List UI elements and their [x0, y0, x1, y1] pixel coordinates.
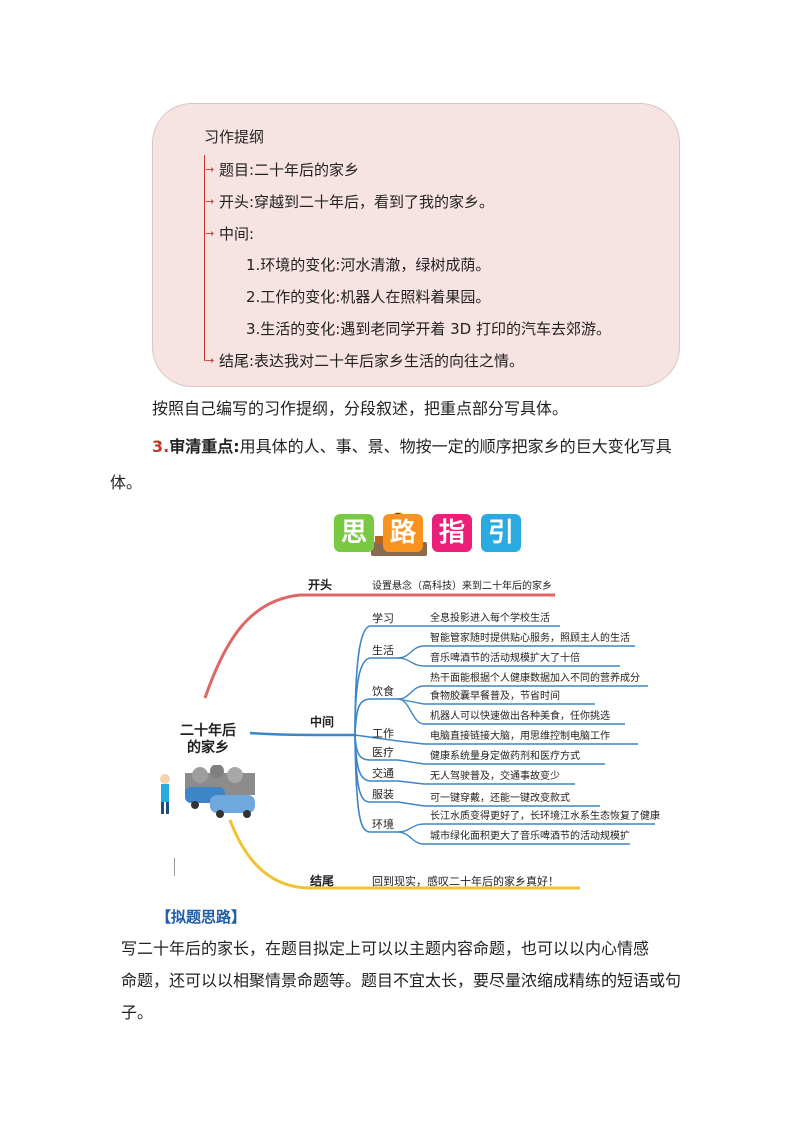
paragraph-3-line: 写二十年后的家长，在题目拟定上可以以主题内容命题，也可以以内心情感 [121, 939, 650, 958]
leaf-text: 无人驾驶普及，交通事故变少 [430, 771, 560, 782]
paragraph-3-line: 命题，还可以以相聚情景命题等。题目不宜太长，要尽量浓缩成精练的短语或句 [121, 971, 682, 990]
guide-tile: 引 [481, 514, 521, 552]
leaf-text: 机器人可以快速做出各种美食，任你挑选 [430, 711, 610, 722]
guide-tile: 指 [432, 514, 472, 552]
arrow-icon: → [205, 163, 215, 176]
section-title: 【拟题思路】 [156, 908, 247, 926]
outline-tree-line [204, 155, 205, 361]
arrow-icon: → [205, 354, 215, 367]
leaf-text: 智能管家随时提供贴心服务，照顾主人的生活 [430, 633, 630, 644]
leaf-text: 电脑直接链接大脑，用思维控制电脑工作 [430, 731, 610, 742]
guide-char: 思 [340, 518, 367, 548]
guide-char: 路 [389, 518, 416, 548]
outline-item: 中间: [219, 225, 255, 243]
leaf-text: 全息投影进入每个学校生活 [430, 613, 550, 624]
leaf-text: 城市绿化面积更大了音乐啤酒节的活动规模扩 [430, 831, 630, 842]
branch-start-text: 设置悬念（高科技）来到二十年后的家乡 [372, 581, 552, 592]
branch-start-label: 开头 [308, 578, 333, 592]
category-label: 交通 [372, 767, 394, 780]
city-illustration-icon [160, 765, 255, 818]
arrow-icon: → [205, 195, 215, 208]
guide-char: 指 [438, 518, 465, 548]
branch-middle-label: 中间 [310, 715, 335, 729]
guide-tile: 思 [334, 514, 374, 552]
divider [174, 858, 175, 876]
category-label: 饮食 [372, 685, 394, 698]
outline-item: 开头:穿越到二十年后，看到了我的家乡。 [219, 193, 495, 211]
category-label: 医疗 [372, 746, 394, 759]
category-label: 生活 [372, 644, 394, 657]
category-label: 环境 [372, 818, 394, 831]
leaf-text: 音乐啤酒节的活动规模扩大了十倍 [430, 653, 580, 664]
paragraph-2-cont: 体。 [110, 473, 143, 492]
outline-subitem: 3.生活的变化:遇到老同学开着 3D 打印的汽车去郊游。 [246, 320, 611, 338]
category-label: 服装 [372, 788, 394, 801]
outline-item: 结尾:表达我对二十年后家乡生活的向往之情。 [219, 352, 525, 370]
leaf-text: 健康系统量身定做药剂和医疗方式 [430, 751, 580, 762]
category-label: 工作 [372, 727, 394, 740]
leaf-text: 热干面能根据个人健康数据加入不同的营养成分 [430, 673, 640, 684]
center-line: 的家乡 [187, 740, 229, 756]
arrow-icon: → [205, 227, 215, 240]
paragraph-2: 3.审清重点:用具体的人、事、景、物按一定的顺序把家乡的巨大变化写具 [152, 436, 672, 458]
guide-tile: 路 [383, 514, 423, 552]
outline-box [152, 103, 680, 387]
point-text: 用具体的人、事、景、物按一定的顺序把家乡的巨大变化写具 [239, 437, 672, 456]
leaf-text: 可一键穿戴，还能一键改变款式 [430, 793, 570, 804]
branch-end-text: 回到现实，感叹二十年后的家乡真好！ [372, 875, 559, 888]
guide-char: 引 [487, 518, 514, 548]
branch-end-label: 结尾 [310, 874, 335, 888]
outline-title: 习作提纲 [204, 128, 265, 146]
leaf-text: 食物胶囊早餐普及，节省时间 [430, 691, 560, 702]
outline-subitem: 1.环境的变化:河水清澈，绿树成荫。 [246, 256, 491, 274]
leaf-text: 长江水质变得更好了，长环境江水系生态恢复了健康 [430, 811, 660, 822]
point-number: 3. [152, 437, 170, 456]
outline-item: 题目:二十年后的家乡 [219, 161, 360, 179]
outline-subitem: 2.工作的变化:机器人在照料着果园。 [246, 288, 491, 306]
mindmap-center: 二十年后 的家乡 [170, 723, 246, 757]
paragraph-1: 按照自己编写的习作提纲，分段叙述，把重点部分写具体。 [152, 399, 569, 418]
paragraph-3-line: 子。 [121, 1003, 154, 1022]
point-label: 审清重点: [169, 437, 240, 456]
center-line: 二十年后 [180, 723, 236, 739]
category-label: 学习 [372, 612, 394, 625]
